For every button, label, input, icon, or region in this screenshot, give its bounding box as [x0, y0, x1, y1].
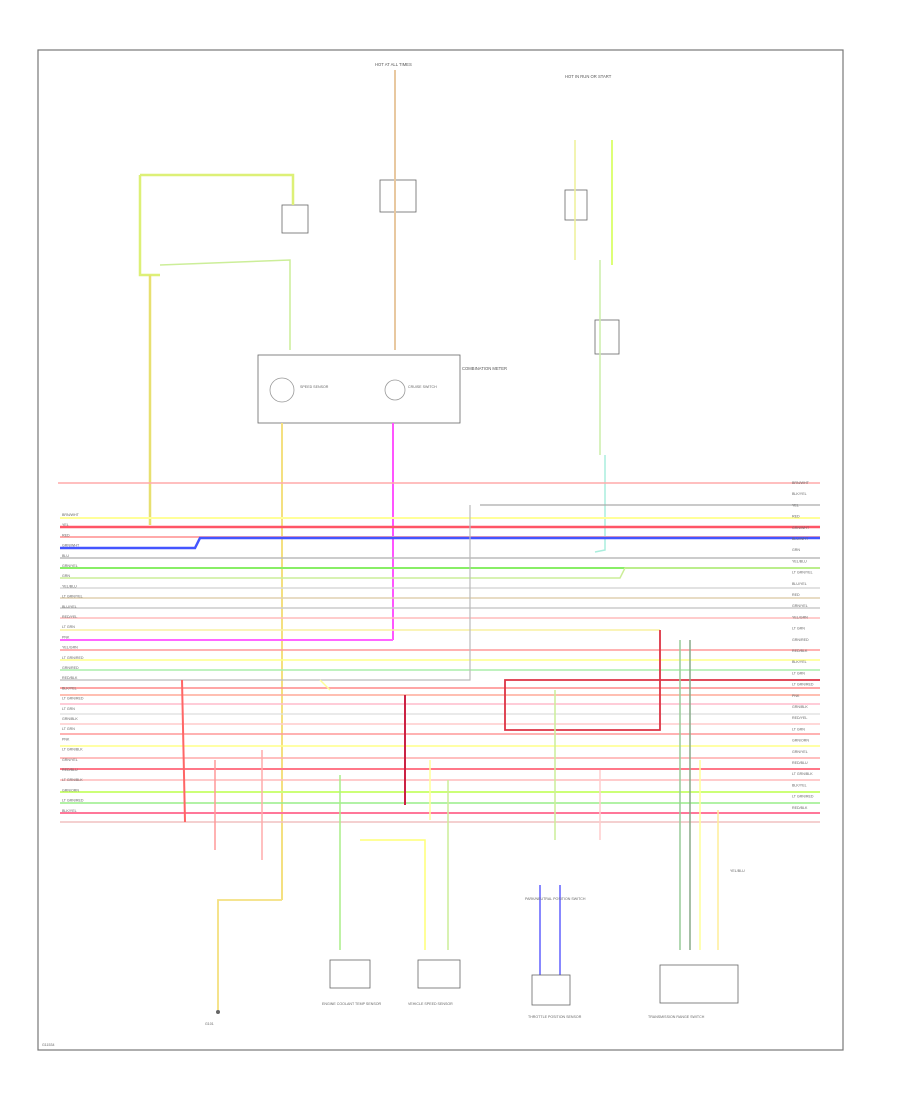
control-module-label: COMBINATION METER: [462, 366, 507, 371]
bus-left-label: LT GRN/YEL: [62, 595, 83, 599]
bus-left-label: BLK/YEL: [62, 686, 77, 690]
bus-right-label: LT GRN: [792, 671, 805, 675]
bus-right-label: LT GRN/RED: [792, 683, 814, 687]
bus-left-label: LT GRN/BLK: [62, 778, 83, 782]
feed-left-top: [140, 173, 295, 205]
bus-right-label: BRN/WHT: [792, 481, 810, 485]
bus-left-label: RED: [62, 533, 70, 537]
ground-node: [216, 1010, 220, 1014]
bus-right-label: GRN: [792, 548, 800, 552]
bus-right-labels: BRN/WHT BLK/YEL YEL RED GRN/WHT BLU/WHT GRN YEL…: [792, 481, 814, 810]
bus-right-label: LT GRN/BLK: [792, 772, 813, 776]
indicator-lamp-icon: [384, 379, 406, 401]
bus-left-label: GRN/BLK: [62, 717, 78, 721]
bus-left-label: BLU: [62, 554, 69, 558]
control-module: [257, 354, 461, 424]
diagram-border: [37, 49, 844, 1051]
park-neutral-label: PARK/NEUTRAL POSITION SWITCH: [525, 897, 586, 901]
bus-left-label: GRN/ORN: [62, 788, 79, 792]
bus-left-label: BLK/YEL: [62, 809, 77, 813]
bus-right-label: GRN/ORN: [792, 739, 809, 743]
bus-right-label: BLK/YEL: [792, 660, 807, 664]
switch-box-label: TRANSMISSION RANGE SWITCH: [648, 1015, 705, 1019]
bus-right-label: BLK/YEL: [792, 783, 807, 787]
bus-left-label: LT GRN/BLK: [62, 748, 83, 752]
sensor-b-label: VEHICLE SPEED SENSOR: [408, 1002, 453, 1006]
bus-right-label: RED/YEL: [792, 716, 807, 720]
bus-right-label: GRN/RED: [792, 638, 809, 642]
bus-left-label: GRN/YEL: [62, 564, 78, 568]
bus-left-label: YEL/GRN: [62, 646, 78, 650]
bus-left-label: GRN/YEL: [62, 758, 78, 762]
bus-left-label: LT GRN/RED: [62, 656, 84, 660]
sensor-a-box: [329, 959, 371, 989]
fuse-block-right: [564, 189, 588, 221]
bus-right-label: BLU/YEL: [792, 582, 807, 586]
bus-right-label: LT GRN: [792, 727, 805, 731]
bus-left-label: GRN/WHT: [62, 544, 80, 548]
wire-bus: [58, 482, 820, 823]
bus-right-label: YEL/GRN: [792, 615, 808, 619]
bus-left-label: RED/BLK: [62, 676, 78, 680]
sensor-c-label: THROTTLE POSITION SENSOR: [528, 1015, 582, 1019]
bus-right-label: RED: [792, 515, 800, 519]
fuse-block-left: [281, 204, 309, 234]
switch-box: [659, 964, 739, 1004]
bus-left-labels: BRN/WHT YEL RED GRN/WHT BLU GRN/YEL GRN YEL/BLU…: [62, 513, 84, 813]
bus-right-label: RED/BLU: [792, 761, 808, 765]
relay-right: [594, 319, 620, 355]
bus-left-label: LT GRN: [62, 727, 75, 731]
feed-right-4: [594, 455, 606, 553]
ground-device-label: G101: [205, 1022, 214, 1026]
speed-sensor-label: SPEED SENSOR: [300, 385, 329, 389]
bus-left-label: PNK: [62, 635, 70, 639]
bus-left-label: PNK: [62, 737, 70, 741]
bus-right-label: YEL/BLU: [792, 559, 807, 563]
bus-left-label: LT GRN/RED: [62, 799, 84, 803]
hot-at-all-times-label: HOT AT ALL TIMES: [375, 62, 412, 67]
gauge-icon: [269, 377, 295, 403]
bus-left-label: GRN/RED: [62, 666, 79, 670]
sensor-c-box: [531, 974, 571, 1006]
bus-left-label: YEL/BLU: [62, 584, 77, 588]
bus-right-label: YEL: [792, 503, 799, 507]
bus-right-label: GRN/WHT: [792, 526, 810, 530]
bus-right-label: RED: [792, 593, 800, 597]
bus-right-label: BLU/WHT: [792, 537, 809, 541]
diagram-code: G11534: [42, 1043, 55, 1047]
bus-left-label: YEL: [62, 523, 69, 527]
bus-left-label: RED/YEL: [62, 615, 77, 619]
bus-left-label: BRN/WHT: [62, 513, 80, 517]
feed-left-yellow: [138, 175, 160, 277]
feed-left-green: [159, 259, 291, 350]
bus-left-label: LT GRN/RED: [62, 697, 84, 701]
bus-left-label: RED/BLU: [62, 768, 78, 772]
bus-left-label: LT GRN: [62, 707, 75, 711]
bus-right-label: LT GRN/YEL: [792, 571, 813, 575]
hot-in-run-label: HOT IN RUN OR START: [565, 74, 612, 79]
right-note-label: YEL/BLU: [730, 869, 745, 873]
wire-to-ground: [217, 899, 282, 1010]
bus-right-label: GRN/YEL: [792, 750, 808, 754]
bus-right-label: RED/BLK: [792, 649, 808, 653]
bus-left-label: GRN: [62, 574, 70, 578]
bus-left-label: BLU/YEL: [62, 605, 77, 609]
wire-verticals: [181, 630, 820, 950]
bus-right-label: GRN/YEL: [792, 604, 808, 608]
sensor-b-box: [417, 959, 461, 989]
bus-right-label: GRN/BLK: [792, 705, 808, 709]
bus-right-label: LT GRN: [792, 627, 805, 631]
bus-right-label: PNK: [792, 694, 800, 698]
fuse-block-center: [379, 179, 417, 213]
bus-right-label: LT GRN/RED: [792, 795, 814, 799]
sensor-a-label: ENGINE COOLANT TEMP SENSOR: [322, 1002, 382, 1006]
bus-left-label: LT GRN: [62, 625, 75, 629]
bus-right-label: BLK/YEL: [792, 492, 807, 496]
cruise-switch-label: CRUISE SWITCH: [408, 385, 437, 389]
bus-right-label: RED/BLK: [792, 806, 808, 810]
